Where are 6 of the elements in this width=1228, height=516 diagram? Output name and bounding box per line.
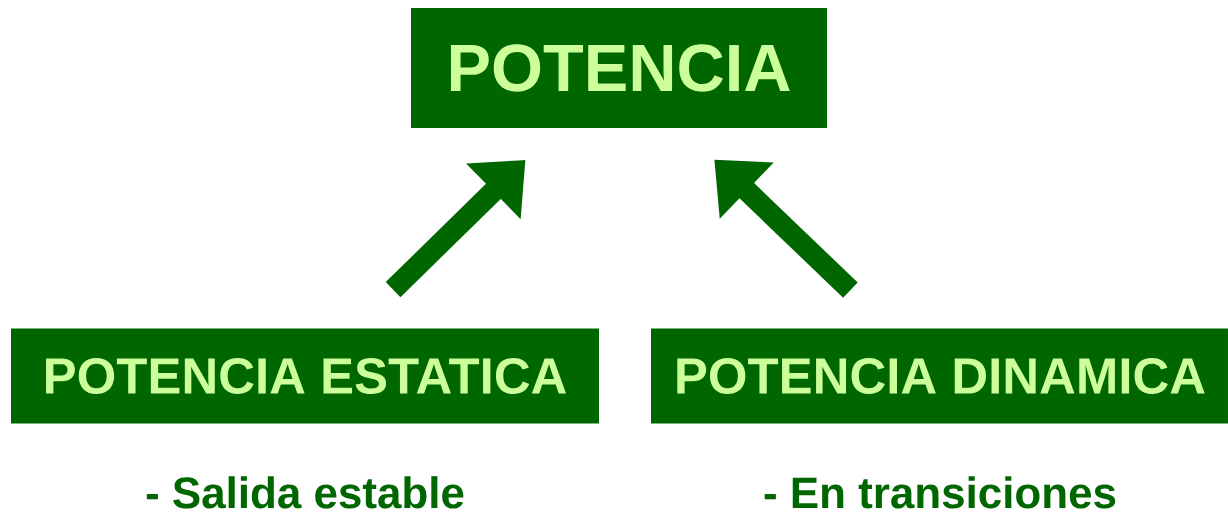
title-box: POTENCIA [411,8,827,128]
block-arrow [714,159,858,298]
title-box: POTENCIA ESTATICA [11,328,599,424]
bullet-text: - En transiciones [764,476,1116,509]
title-box: POTENCIA DINAMICA [651,328,1228,424]
bullet-text: - Salida estable [146,476,464,509]
